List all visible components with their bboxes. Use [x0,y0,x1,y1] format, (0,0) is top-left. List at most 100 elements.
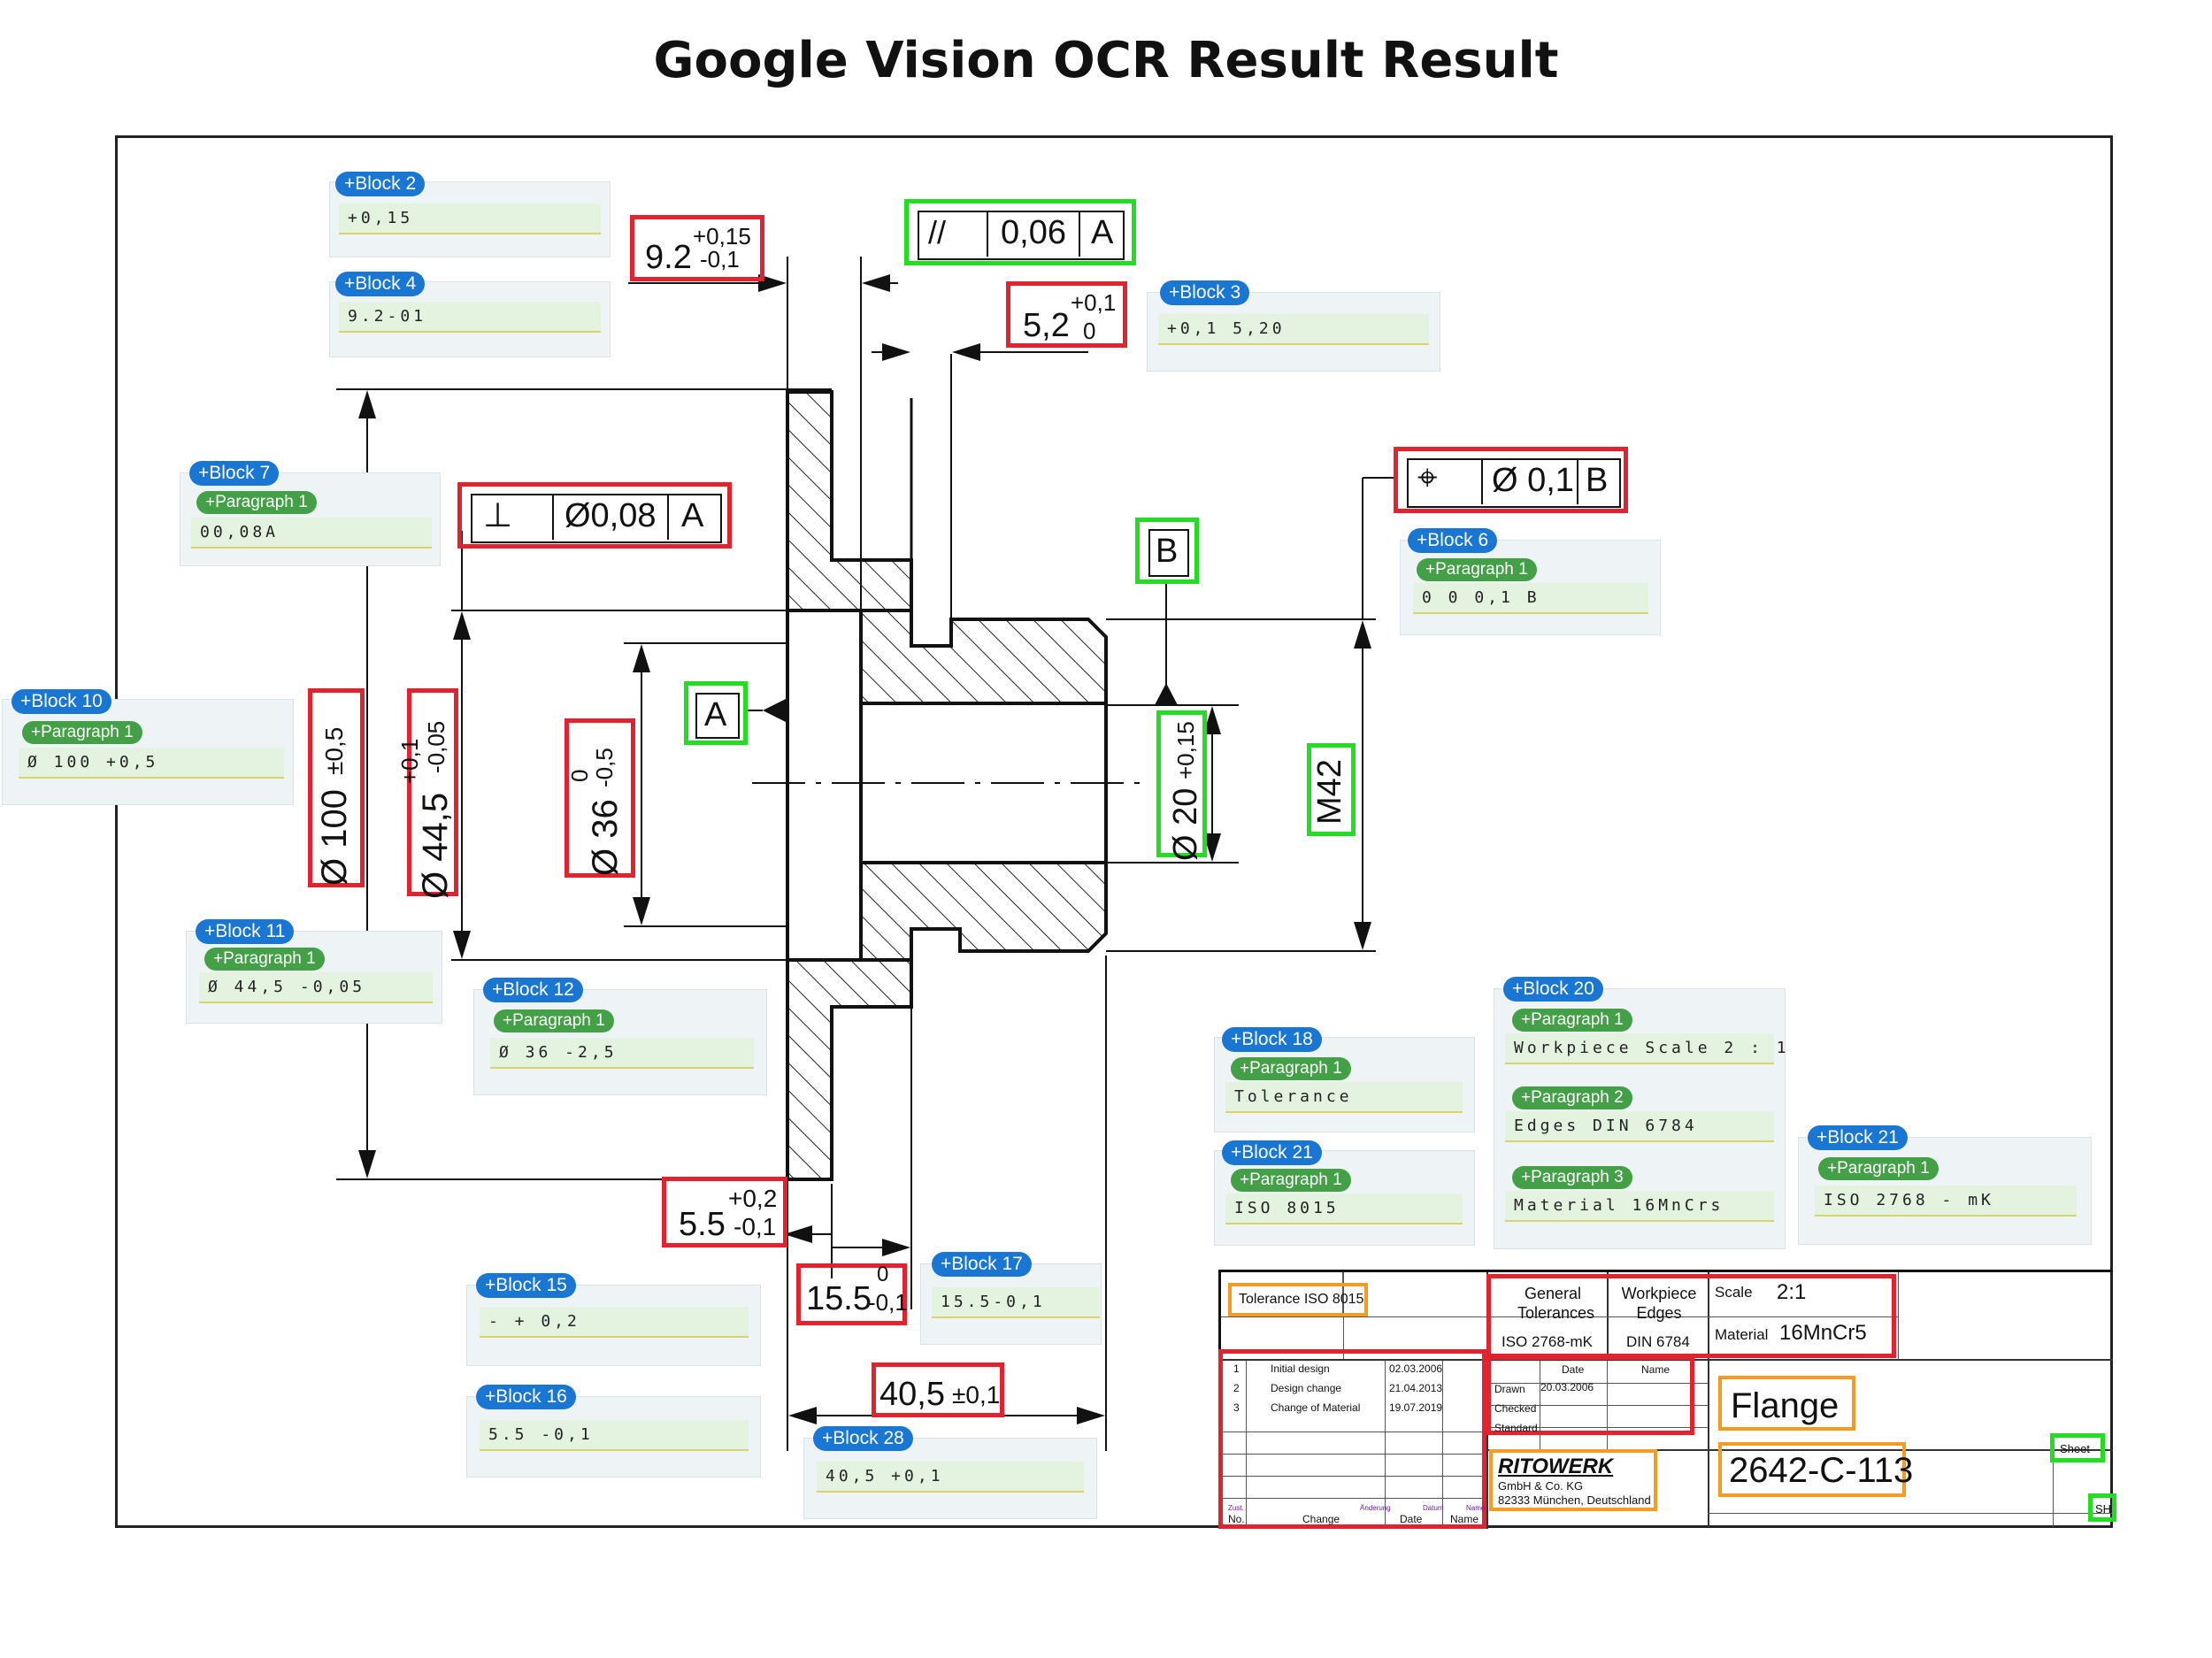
gdt-perpendicularity-frame[interactable]: ⊥ Ø0,08 A [457,482,732,549]
iso2768-value: ISO 2768-mK [1502,1333,1593,1350]
block-badge[interactable]: +Block 12 [483,978,583,1002]
ocr-block-10: +Block 10 +Paragraph 1 Ø 100 +0,5 [2,689,294,805]
paragraph-badge[interactable]: +Paragraph 1 [22,721,142,744]
ocr-line: Tolerance [1225,1082,1463,1113]
ocr-line: 9.2-01 [339,302,601,333]
block-badge[interactable]: +Block 10 [12,689,111,714]
company-box[interactable]: RITOWERK GmbH & Co. KG 82333 München, De… [1489,1449,1657,1511]
ocr-block-21a: +Block 21 +Paragraph 1 ISO 8015 [1214,1140,1475,1246]
sh-box[interactable]: SH [2088,1493,2116,1522]
company-line3: 82333 München, Deutschland [1498,1493,1651,1507]
block-badge[interactable]: +Block 15 [476,1273,576,1298]
paragraph-badge[interactable]: +Paragraph 1 [1231,1057,1351,1080]
dim-upper: +0,2 [728,1185,778,1212]
dim-40-5-box[interactable]: 40,5 ±0,1 [872,1362,1004,1417]
block-badge[interactable]: +Block 3 [1160,280,1250,305]
block-badge[interactable]: +Block 2 [335,172,426,196]
revision-table-box[interactable]: 1 Initial design 02.03.2006 2 Design cha… [1218,1349,1486,1529]
general-tolerances-label: General Tolerances [1517,1285,1595,1322]
dim-lower: -0,1 [733,1213,777,1240]
block-badge[interactable]: +Block 21 [1808,1125,1908,1150]
col-change: Change [1302,1513,1340,1525]
part-name: Flange [1731,1386,1839,1425]
sheet-box[interactable]: Sheet [2050,1433,2105,1462]
paragraph-badge[interactable]: +Paragraph 1 [494,1009,614,1032]
block-badge[interactable]: +Block 16 [476,1385,576,1409]
thread-m42-box[interactable]: M42 [1307,743,1356,836]
datum-a-box[interactable]: A [684,681,748,745]
block-badge[interactable]: +Block 18 [1222,1027,1322,1052]
gdt-position-frame[interactable]: ⌖ Ø 0,1 B [1394,447,1628,513]
block-badge[interactable]: +Block 17 [932,1252,1032,1277]
block-badge[interactable]: +Block 21 [1222,1140,1322,1165]
part-number-box[interactable]: 2642-C-113 [1718,1442,1913,1497]
ocr-block-21b: +Block 21 +Paragraph 1 ISO 2768 - mK [1798,1125,2092,1245]
paragraph-badge[interactable]: +Paragraph 1 [1417,558,1537,581]
block-badge[interactable]: +Block 20 [1503,977,1603,1002]
block-badge[interactable]: +Block 28 [813,1426,913,1451]
block-badge[interactable]: +Block 11 [196,919,295,944]
ocr-block-6: +Block 6 +Paragraph 1 0 0 0,1 B [1400,528,1661,635]
paragraph-badge[interactable]: +Paragraph 1 [204,948,325,971]
dim-lower: -0,05 [423,720,449,773]
ocr-line: 0 0 0,1 B [1413,583,1648,614]
position-icon: ⌖ [1417,458,1438,497]
ocr-block-4: +Block 4 9.2-01 [329,272,611,357]
dim-5-5-box[interactable]: 5.5 +0,2 -0,1 [662,1177,787,1247]
block-badge[interactable]: +Block 4 [335,272,426,296]
part-name-box[interactable]: Flange [1718,1376,1855,1431]
dim-dia-20-box[interactable]: Ø 20 +0,15 [1156,710,1207,861]
paragraph-badge[interactable]: +Paragraph 1 [1818,1157,1939,1180]
ocr-block-18: +Block 18 +Paragraph 1 Tolerance [1214,1027,1475,1132]
dim-9-2-box[interactable]: 9.2 +0,15 -0,1 [630,215,764,281]
dim-15-5-box[interactable]: 15.5 0 -0,1 [796,1263,908,1325]
drawn-label: Drawn [1494,1383,1525,1395]
sheet-label: Sheet [2060,1442,2090,1455]
paragraph-badge[interactable]: +Paragraph 1 [196,491,317,514]
dim-tolerance: ±0,5 [320,726,348,775]
gdt-datum-ref: A [681,497,704,534]
dim-5-2-box[interactable]: 5,2 +0,1 0 [1006,281,1127,348]
dim-dia-100-box[interactable]: Ø 100 ±0,5 [308,688,365,887]
dim-dia-36-box[interactable]: Ø 36 0 -0,5 [565,718,635,878]
col-no: No. [1228,1513,1245,1525]
dim-main: 5.5 [679,1206,726,1243]
datum-a-label: A [704,696,727,733]
general-tolerances-box[interactable]: General Tolerances ISO 2768-mK Workpiece… [1486,1274,1896,1358]
part-number: 2642-C-113 [1729,1451,1914,1490]
block-badge[interactable]: +Block 6 [1408,528,1498,553]
col-name-de: Name [1466,1504,1486,1512]
dim-upper: +0,1 [396,738,423,784]
drawn-checked-box[interactable]: Date Name Drawn 20.03.2006 Checked Stand… [1486,1355,1694,1435]
paragraph-badge[interactable]: +Paragraph 3 [1512,1166,1632,1189]
dim-lower: -0,5 [591,748,618,787]
ocr-block-2: +Block 2 +0,15 [329,172,611,257]
dim-main: 5,2 [1023,307,1070,344]
datum-b-box[interactable]: B [1135,518,1199,584]
dim-dia-44-5-box[interactable]: Ø 44,5 +0,1 -0,05 [396,688,458,899]
ocr-block-17: +Block 17 15.5-0,1 [920,1252,1102,1345]
ocr-line: ISO 2768 - mK [1815,1186,2077,1217]
revision-row: 2 Design change 21.04.2013 [1233,1382,1443,1394]
parallel-icon: // [928,214,947,250]
paragraph-badge[interactable]: +Paragraph 2 [1512,1086,1632,1109]
gdt-parallelism-frame[interactable]: // 0,06 A [904,199,1136,265]
ocr-line: ISO 8015 [1225,1194,1463,1224]
tolerance-iso-box[interactable]: Tolerance ISO 8015 [1228,1283,1368,1316]
ocr-line: 40,5 +0,1 [817,1462,1084,1493]
gdt-datum-ref: B [1586,462,1609,499]
dim-lower: -0,1 [868,1289,908,1316]
hdr-date: Date [1562,1363,1585,1376]
ocr-line: 15.5-0,1 [932,1287,1100,1318]
dim-upper: 0 [566,769,593,782]
block-badge[interactable]: +Block 7 [189,461,280,486]
ocr-line: +0,15 [339,203,601,234]
ocr-block-3: +Block 3 +0,1 5,20 [1147,280,1440,372]
ocr-line: Workpiece Scale 2 : 1 [1505,1033,1786,1064]
scale-value: 2:1 [1777,1280,1807,1304]
paragraph-badge[interactable]: +Paragraph 1 [1231,1169,1351,1192]
paragraph-badge[interactable]: +Paragraph 1 [1512,1009,1632,1032]
ocr-block-16: +Block 16 5.5 -0,1 [466,1385,761,1478]
perpendicular-icon: ⊥ [483,497,513,534]
